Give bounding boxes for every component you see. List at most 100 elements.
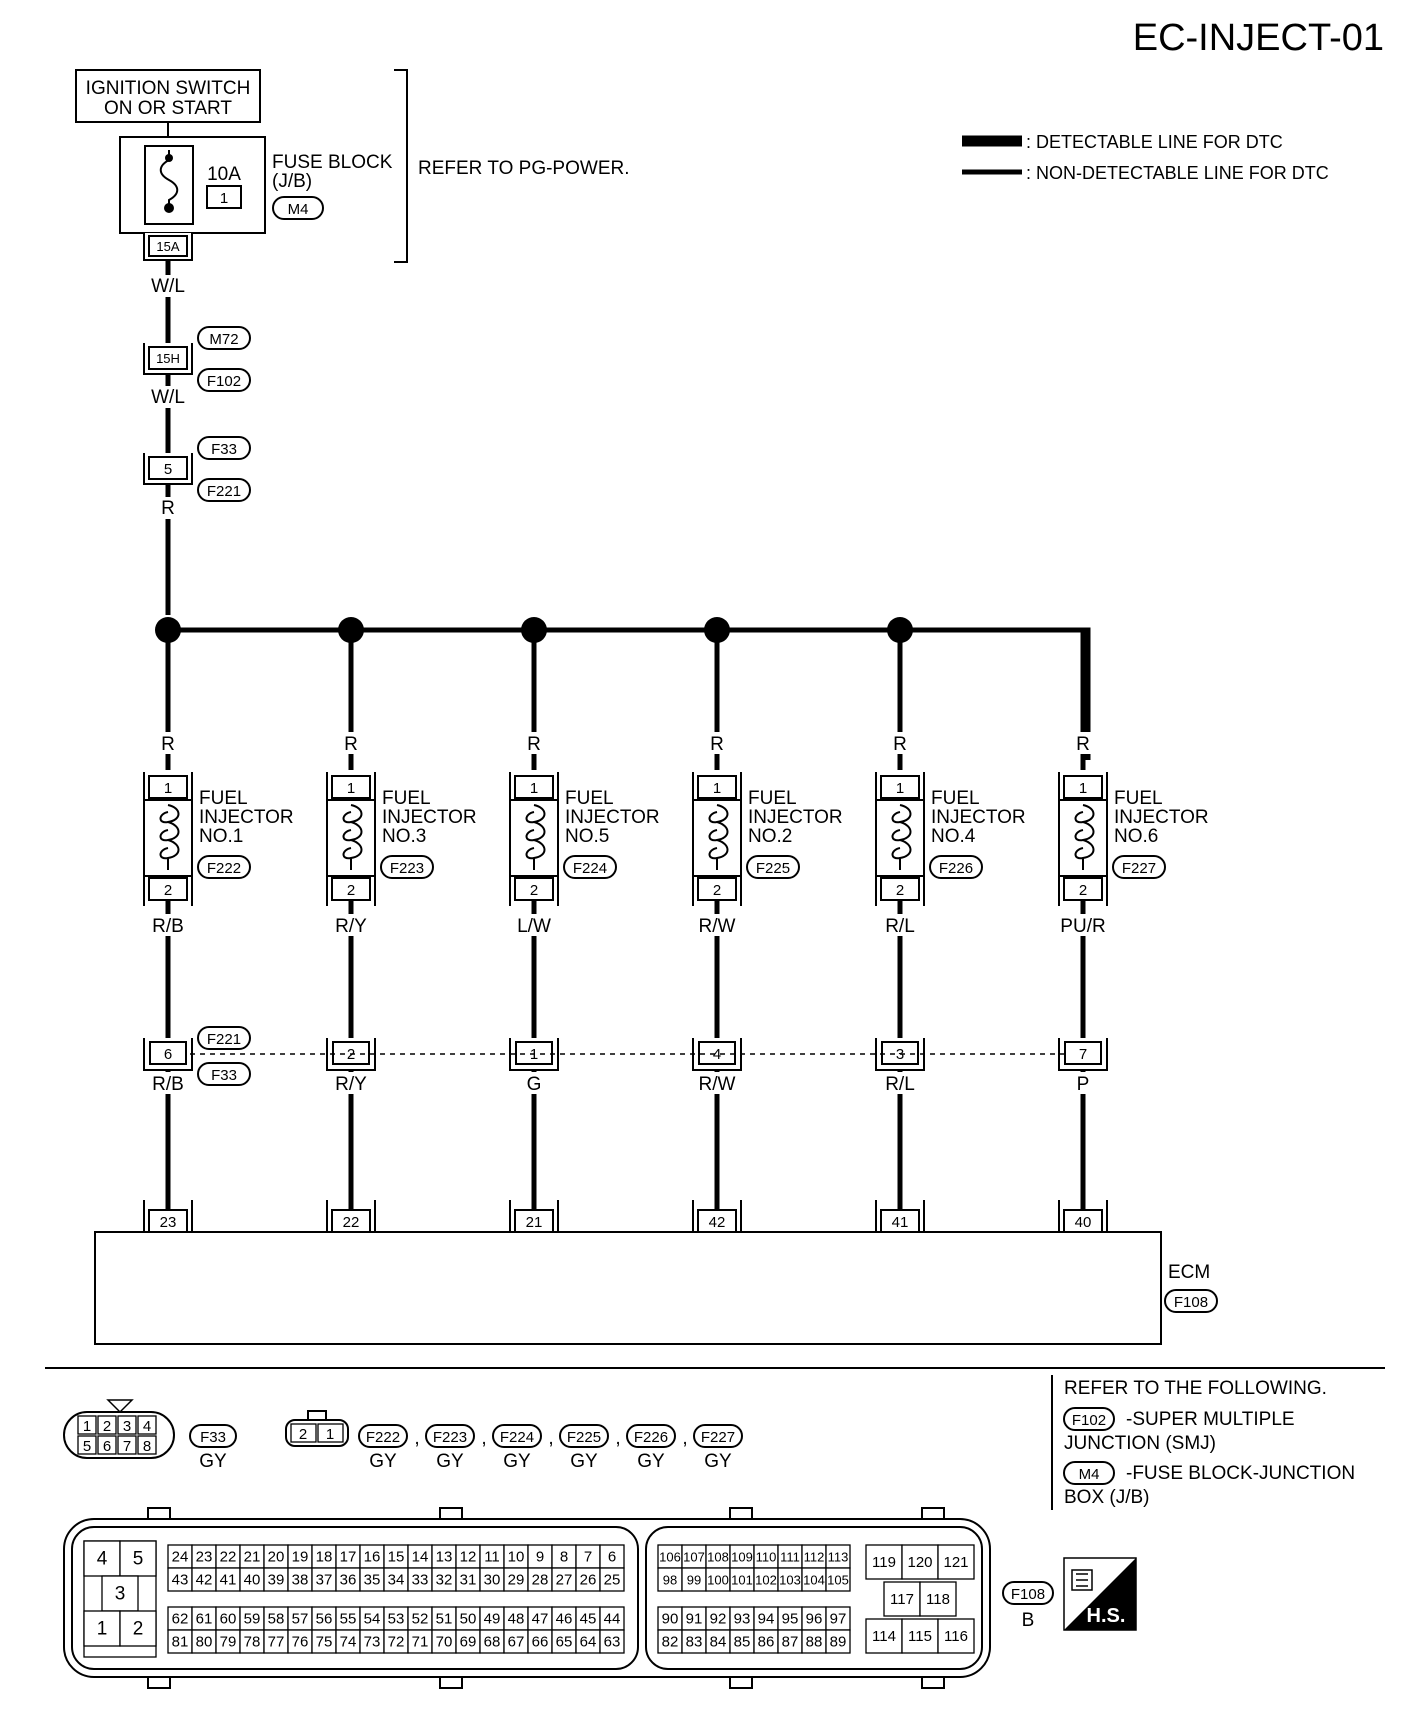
ecm-cell-35: 35: [364, 1572, 381, 1589]
ecm-cell-86: 86: [758, 1634, 775, 1651]
wire-ecm-label: R/Y: [335, 1074, 367, 1095]
ecm-cell-111: 111: [780, 1550, 800, 1565]
injector-name-line: INJECTOR: [931, 807, 1026, 828]
ecm-cell-32: 32: [436, 1572, 453, 1589]
f33-pin: 2: [103, 1418, 111, 1435]
inj-face-pin-1: 1: [326, 1426, 334, 1443]
pin-15a-label: 15A: [156, 239, 179, 254]
ecm-cell-95: 95: [782, 1611, 799, 1628]
junction-pin: 7: [1079, 1046, 1087, 1063]
ecm-cell-81: 81: [172, 1634, 189, 1651]
f33-pin: 3: [123, 1418, 131, 1435]
ecm-cell-64: 64: [580, 1634, 597, 1651]
ecm-cell-100: 100: [707, 1573, 729, 1588]
fuse-block: 10A 1 FUSE BLOCK (J/B) M4: [119, 136, 393, 234]
fuse-icon: [159, 150, 179, 208]
ecm-cell-88: 88: [806, 1634, 823, 1651]
ecm-pin: 42: [709, 1214, 726, 1231]
injector-name-line: NO.1: [199, 826, 243, 847]
ecm-cell-72: 72: [388, 1634, 405, 1651]
ecm-cell: 5: [133, 1549, 144, 1570]
ecm-cell-119: 119: [872, 1554, 896, 1571]
ecm-label: ECM: [1168, 1262, 1210, 1283]
ecm-cell-24: 24: [172, 1549, 189, 1566]
inj-conn-color: GY: [369, 1451, 397, 1472]
ecm-cell-112: 112: [804, 1550, 825, 1565]
injector-pin-2: 2: [896, 882, 904, 899]
ecm-cell-18: 18: [316, 1549, 333, 1566]
ecm-cell-68: 68: [484, 1634, 501, 1651]
splice-dot: [338, 617, 364, 643]
ecm-cell-59: 59: [244, 1611, 261, 1628]
ecm-cell-117: 117: [890, 1591, 914, 1608]
inj-conn-F222: F222: [366, 1429, 400, 1446]
refer-box: REFER TO THE FOLLOWING. F102 -SUPER MULT…: [1051, 1375, 1355, 1510]
ecm-cell: 1: [97, 1619, 108, 1640]
inj-conn-color: GY: [704, 1451, 732, 1472]
power-bus: [168, 627, 1091, 760]
conn-m72: M72: [209, 331, 238, 348]
refer-title: REFER TO THE FOLLOWING.: [1064, 1378, 1327, 1399]
wire-wl-2: W/L: [151, 387, 185, 408]
f33-pin: 7: [123, 1438, 131, 1455]
injector-name-line: INJECTOR: [199, 807, 294, 828]
ecm-cell-29: 29: [508, 1572, 525, 1589]
ecm-cell-121: 121: [943, 1554, 968, 1571]
ecm-cell-114: 114: [872, 1628, 896, 1645]
refer-m4: M4: [1079, 1466, 1100, 1483]
wire-in-label: R: [527, 734, 541, 755]
wire-ecm-label: P: [1077, 1074, 1090, 1095]
ecm-cell-37: 37: [316, 1572, 333, 1589]
injector-conn-list: F222GY,F223GY,F224GY,F225GY,F226GY,F227G…: [358, 1424, 743, 1472]
injector-name-line: INJECTOR: [1114, 807, 1209, 828]
coil-icon: [891, 804, 912, 870]
coil-icon: [342, 804, 363, 870]
ecm-cell-85: 85: [734, 1634, 751, 1651]
ecm-cell-76: 76: [292, 1634, 309, 1651]
inj-conn-F224: F224: [500, 1429, 534, 1446]
ecm-cell-6: 6: [608, 1549, 616, 1566]
ecm-cell-10: 10: [508, 1549, 525, 1566]
injector-conn: F226: [939, 860, 973, 877]
injector-pin-2: 2: [347, 882, 355, 899]
injector-name-line: INJECTOR: [382, 807, 477, 828]
ecm-cell-41: 41: [220, 1572, 237, 1589]
conn-f33: F33: [211, 441, 237, 458]
ecm-cell-93: 93: [734, 1611, 751, 1628]
f33-color: GY: [199, 1451, 227, 1472]
ecm-cell: 4: [97, 1549, 108, 1570]
junction-pin: 4: [713, 1046, 721, 1063]
inj-conn-F223: F223: [433, 1429, 467, 1446]
ecm-cell-115: 115: [908, 1628, 932, 1645]
injector-pin-2: 2: [1079, 882, 1087, 899]
separator-comma: ,: [414, 1428, 419, 1449]
coil-icon: [159, 804, 180, 870]
ecm-cell-80: 80: [196, 1634, 213, 1651]
ecm-cell-48: 48: [508, 1611, 525, 1628]
ecm-cell-49: 49: [484, 1611, 501, 1628]
coil-icon: [708, 804, 729, 870]
injector-pin-1: 1: [896, 780, 904, 797]
ecm-cell-113: 113: [828, 1550, 849, 1565]
injector-name-line: INJECTOR: [748, 807, 843, 828]
ecm-cell-87: 87: [782, 1634, 799, 1651]
wire-out-label: R/L: [885, 916, 915, 937]
injector-name-line: NO.5: [565, 826, 609, 847]
ecm-cell-96: 96: [806, 1611, 823, 1628]
ecm-cell-65: 65: [556, 1634, 573, 1651]
wire-out-label: R/B: [152, 916, 184, 937]
ecm-cell: 3: [115, 1584, 126, 1605]
ecm-cell-116: 116: [944, 1628, 968, 1645]
ecm-cell-50: 50: [460, 1611, 477, 1628]
ecm-cell-99: 99: [687, 1573, 701, 1588]
injector-pin-1: 1: [347, 780, 355, 797]
ecm-cell-38: 38: [292, 1572, 309, 1589]
ecm-cell-46: 46: [556, 1611, 573, 1628]
ecm-pin: 40: [1075, 1214, 1092, 1231]
ecm-cell-44: 44: [604, 1611, 621, 1628]
ecm-cell-58: 58: [268, 1611, 285, 1628]
ecm-cell-104: 104: [803, 1573, 825, 1588]
